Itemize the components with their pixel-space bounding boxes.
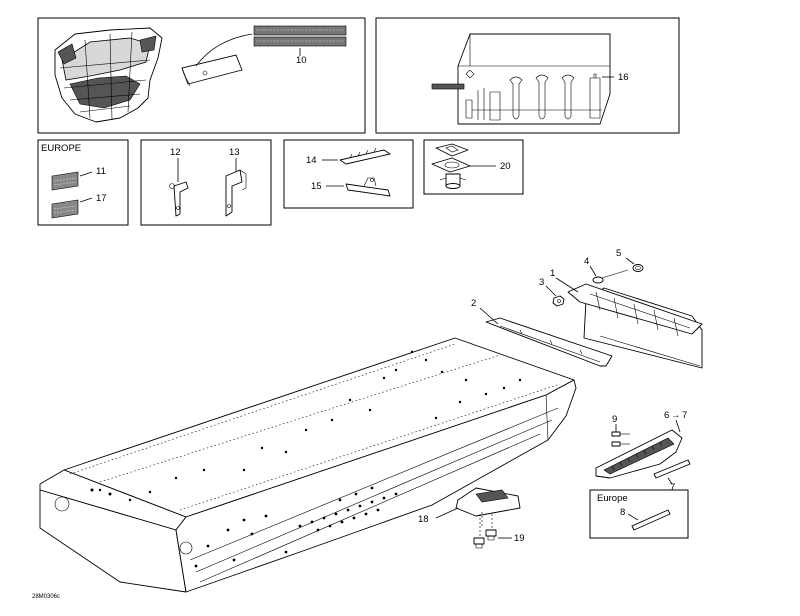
toolbox-drawing [431, 33, 614, 125]
decal-stripes-10 [253, 25, 347, 56]
callout-19: 19 [514, 533, 525, 544]
callout-6: 6 [664, 410, 669, 421]
callout-1: 1 [550, 268, 555, 279]
part-5-grommet [625, 257, 644, 272]
toolbox-box-16: 16 [375, 17, 680, 134]
part-6-handle [595, 419, 683, 479]
callout-6-target: 7 [682, 410, 687, 421]
parts-box-14-15: 14 15 [283, 139, 414, 209]
callout-20: 20 [500, 161, 511, 172]
decal-box-10: 10 [37, 17, 366, 134]
callout-5: 5 [616, 248, 621, 259]
callout-15: 15 [311, 181, 322, 192]
brackets-box: 12 13 [140, 139, 272, 226]
tunnel-holes [98, 350, 522, 502]
part-19-bolts [473, 512, 512, 549]
europe-decals-box: EUROPE 11 17 [37, 139, 129, 226]
parts-box-20: 20 [423, 139, 524, 195]
callout-11: 11 [96, 166, 106, 177]
part-1-flap [555, 277, 703, 369]
decal-11 [51, 171, 93, 191]
callout-14: 14 [306, 155, 317, 166]
part-3-nut [545, 285, 565, 307]
decal-plate [181, 33, 253, 87]
bracket-13 [225, 158, 247, 217]
shield-drawing [54, 27, 163, 123]
part-7-insert [653, 459, 691, 485]
europe-box-8: Europe [589, 489, 689, 539]
part-18-pad [435, 487, 521, 519]
bracket-12 [169, 158, 189, 217]
callout-18: 18 [418, 514, 429, 525]
side-holes [194, 486, 398, 568]
callout-10: 10 [296, 55, 307, 66]
callout-3: 3 [539, 277, 544, 288]
callout-9: 9 [612, 414, 617, 425]
callout-8: 8 [620, 507, 625, 518]
decal-17 [51, 197, 93, 219]
callout-2: 2 [471, 298, 476, 309]
part-15 [326, 177, 391, 197]
callout-4: 4 [584, 256, 589, 267]
callout-12: 12 [170, 147, 181, 158]
part-14 [322, 147, 391, 165]
callout-7: 7 [670, 482, 675, 493]
part-9-screws [611, 424, 630, 447]
reference-code: 28M0306c [32, 594, 60, 600]
europe-label: EUROPE [41, 143, 81, 154]
part-20 [431, 143, 496, 189]
end-holes [54, 488, 193, 555]
europe-box-8-label: Europe [597, 493, 628, 504]
callout-16: 16 [618, 72, 629, 83]
tunnel [39, 337, 577, 593]
part-2-rail [479, 307, 613, 367]
callout-6-arrow: → [671, 410, 681, 421]
callout-17: 17 [96, 193, 107, 204]
callout-13: 13 [229, 147, 240, 158]
part-4-washer [589, 265, 629, 284]
